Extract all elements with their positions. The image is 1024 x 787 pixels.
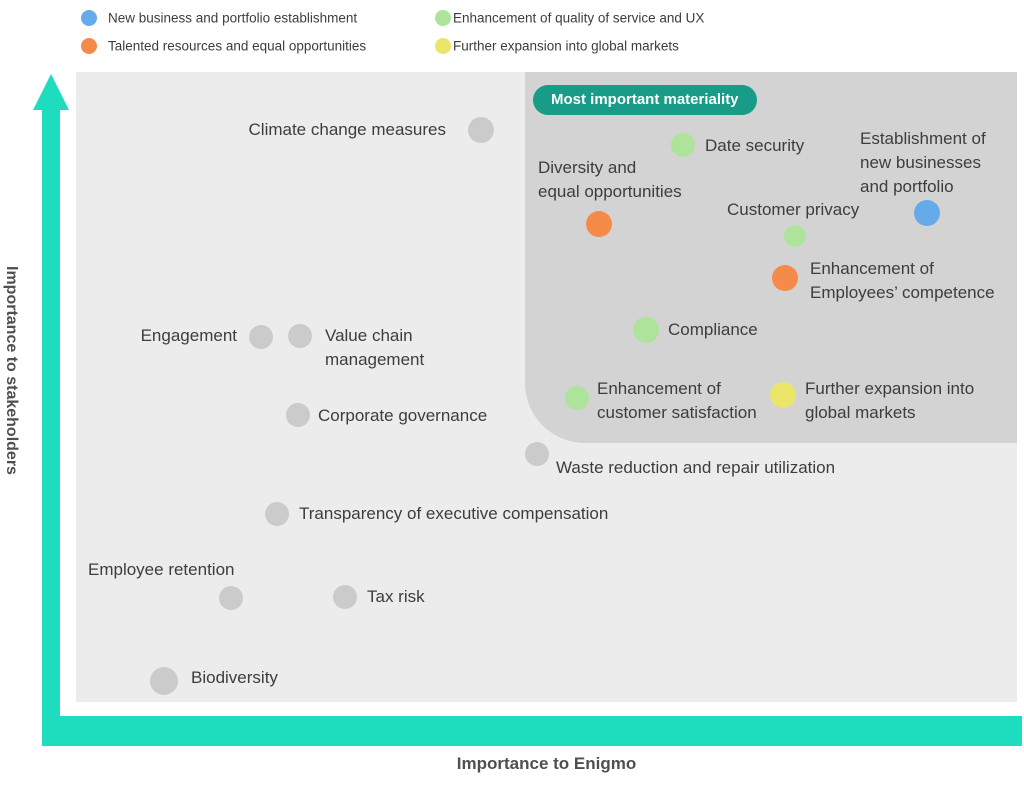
legend-dot-quality bbox=[435, 10, 451, 26]
y-axis-label: Importance to stakeholders bbox=[3, 265, 20, 475]
legend-label-global: Further expansion into global markets bbox=[453, 38, 679, 54]
most-important-region: Most important materiality bbox=[525, 72, 1017, 443]
most-important-badge: Most important materiality bbox=[533, 85, 757, 115]
legend-dot-new-business bbox=[81, 10, 97, 26]
legend-label-talent: Talented resources and equal opportuniti… bbox=[108, 38, 367, 54]
legend-label-new-business: New business and portfolio establishment bbox=[108, 10, 358, 26]
x-axis-label: Importance to Enigmo bbox=[456, 754, 637, 773]
plot-area: Most important materiality bbox=[76, 72, 1017, 702]
legend-dot-talent bbox=[81, 38, 97, 54]
legend-dot-global bbox=[435, 38, 451, 54]
legend: New business and portfolio establishment… bbox=[0, 0, 1024, 64]
x-axis-line bbox=[50, 716, 1022, 746]
legend-label-quality: Enhancement of quality of service and UX bbox=[453, 10, 705, 26]
y-axis-arrowhead-icon bbox=[33, 74, 69, 110]
y-axis-line bbox=[42, 106, 60, 746]
